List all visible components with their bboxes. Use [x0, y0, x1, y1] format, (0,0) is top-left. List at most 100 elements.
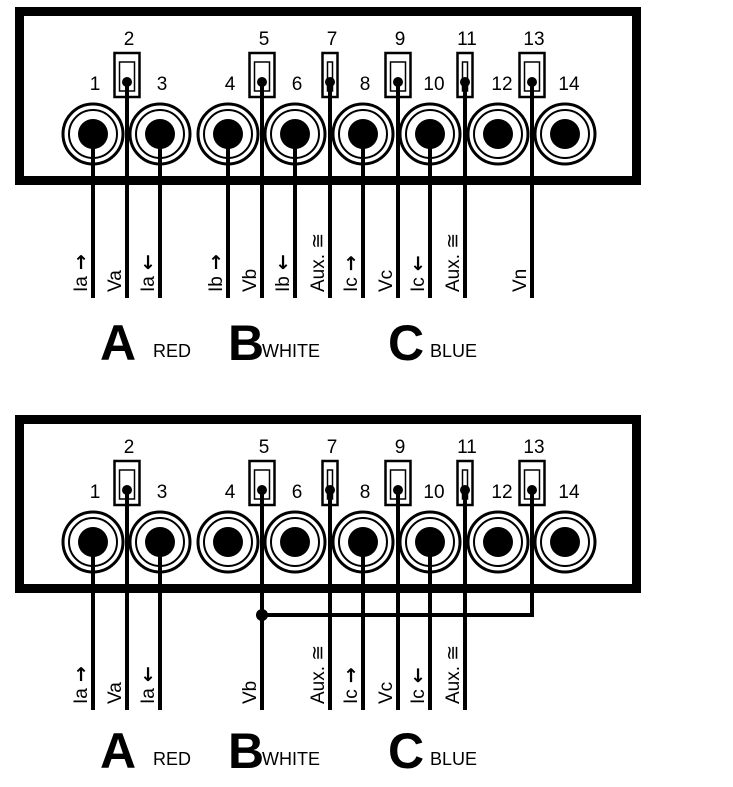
terminal-number-11: 11: [457, 437, 477, 458]
phase-letter: C: [388, 723, 424, 779]
wire-terminal-13: Vn: [510, 77, 537, 298]
terminal-number-14: 14: [558, 482, 580, 503]
terminal-number-8: 8: [360, 482, 371, 503]
wire-label: Vb: [240, 269, 261, 292]
wire-terminal-9: Vc: [376, 485, 403, 710]
wire-label: Ia→: [70, 254, 92, 292]
terminal-number-5: 5: [259, 437, 270, 458]
wire-terminal-11: Aux. ≅: [443, 77, 470, 298]
wire-label: Aux. ≅: [443, 645, 464, 704]
socket-inner-ring: [270, 517, 320, 567]
terminal-number-6: 6: [292, 482, 303, 503]
terminal-number-2: 2: [124, 29, 135, 50]
phase-C-legend: C BLUE: [388, 723, 477, 779]
pin-dot: [527, 485, 537, 495]
terminal-number-3: 3: [157, 482, 168, 503]
terminal-number-10: 10: [423, 74, 444, 95]
arrow-down-icon: ←: [407, 667, 429, 683]
terminal-number-4: 4: [225, 74, 236, 95]
terminal-number-13: 13: [523, 29, 544, 50]
wire-label: Va: [105, 270, 126, 292]
arrow-down-icon: ←: [137, 254, 159, 270]
terminal-number-13: 13: [523, 437, 544, 458]
terminal-number-10: 10: [423, 482, 444, 503]
terminal-number-12: 12: [491, 482, 512, 503]
terminal-number-9: 9: [395, 437, 406, 458]
wire-terminal-5: Vb: [240, 485, 267, 710]
wire-terminal-7: Aux. ≅: [308, 485, 335, 710]
phase-letter: B: [228, 315, 264, 371]
pin-dot: [460, 485, 470, 495]
socket-inner-ring: [540, 517, 590, 567]
phase-A-legend: A RED: [100, 315, 191, 371]
phase-A-legend: A RED: [100, 723, 191, 779]
pin-dot: [460, 77, 470, 87]
terminal-number-11: 11: [457, 29, 477, 50]
socket-center: [280, 527, 310, 557]
wire-label: Ia→: [70, 666, 92, 704]
arrow-up-icon: →: [340, 667, 362, 683]
wire-terminal-2: Va: [105, 77, 132, 298]
arrow-up-icon: →: [70, 254, 92, 270]
socket-center: [550, 119, 580, 149]
terminal-12-socket: [466, 102, 530, 166]
terminal-number-2: 2: [124, 437, 135, 458]
terminal-14-socket: [533, 102, 597, 166]
wire-terminal-7: Aux. ≅: [308, 77, 335, 298]
phase-color: WHITE: [262, 749, 320, 769]
pin-dot: [257, 485, 267, 495]
wire-terminal-2: Va: [105, 485, 132, 710]
terminal-number-3: 3: [157, 74, 168, 95]
socket-inner-ring: [203, 517, 253, 567]
terminal-number-5: 5: [259, 29, 270, 50]
wire-terminal-11: Aux. ≅: [443, 485, 470, 710]
wire-label: Ib→: [205, 254, 227, 292]
phase-color: RED: [153, 341, 191, 361]
terminal-number-12: 12: [491, 74, 512, 95]
arrow-up-icon: →: [205, 254, 227, 270]
terminal-number-1: 1: [90, 74, 101, 95]
terminal-number-7: 7: [327, 29, 338, 50]
phase-color: BLUE: [430, 749, 477, 769]
wire-terminal-5: Vb: [240, 77, 267, 298]
wire-label: Va: [105, 682, 126, 704]
wire-label: Ia←: [137, 666, 159, 704]
socket-center: [213, 527, 243, 557]
socket-inner-ring: [473, 109, 523, 159]
arrow-down-icon: ←: [137, 666, 159, 682]
wire-terminal-9: Vc: [376, 77, 403, 298]
arrow-down-icon: ←: [407, 255, 429, 271]
wire-label: Vn: [510, 269, 531, 292]
terminal-12-socket: [466, 510, 530, 574]
phase-color: RED: [153, 749, 191, 769]
phase-color: BLUE: [430, 341, 477, 361]
pin-dot: [257, 77, 267, 87]
pin-dot: [527, 77, 537, 87]
phase-letter: A: [100, 723, 136, 779]
wire-label: Ic←: [407, 667, 429, 704]
wire-label: Aux. ≅: [308, 645, 329, 704]
terminal-14-socket: [533, 510, 597, 574]
arrow-up-icon: →: [340, 255, 362, 271]
terminal-number-6: 6: [292, 74, 303, 95]
socket-center: [550, 527, 580, 557]
pin-dot: [393, 77, 403, 87]
phase-letter: B: [228, 723, 264, 779]
wire-label: Ia←: [137, 254, 159, 292]
wire-label: Vc: [376, 682, 397, 704]
terminal-4-socket: [196, 510, 260, 574]
pin-dot: [325, 485, 335, 495]
terminal-number-1: 1: [90, 482, 101, 503]
wire-label: Ic→: [340, 255, 362, 292]
pin-dot: [122, 485, 132, 495]
terminal-number-14: 14: [558, 74, 580, 95]
pin-dot: [325, 77, 335, 87]
socket-inner-ring: [473, 517, 523, 567]
terminal-number-9: 9: [395, 29, 406, 50]
phase-letter: A: [100, 315, 136, 371]
